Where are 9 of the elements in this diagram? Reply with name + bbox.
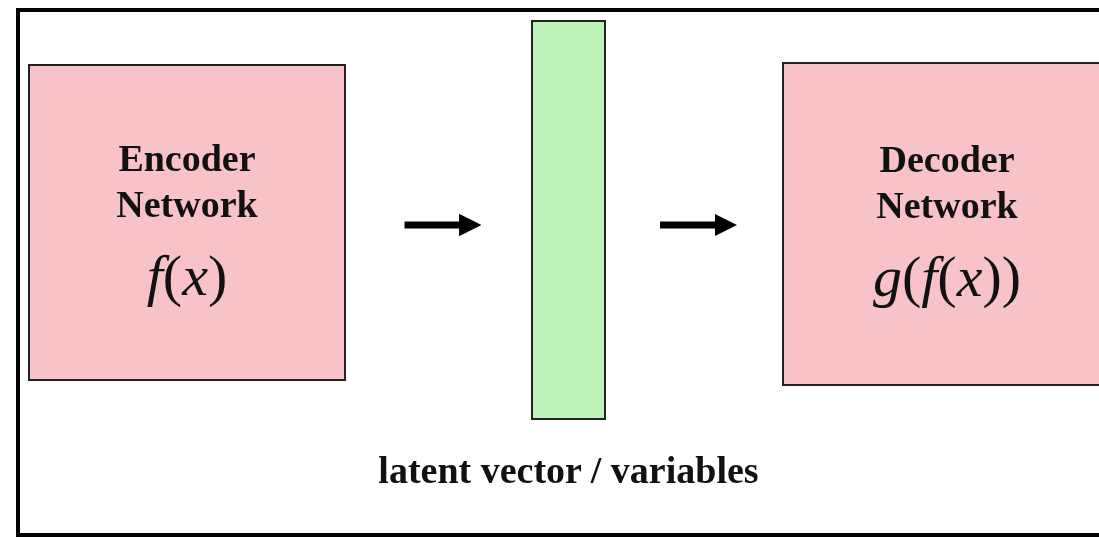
math-formula: g(f(x)) <box>872 243 1022 311</box>
network-box <box>782 62 1099 386</box>
network-box <box>28 64 346 381</box>
arrow <box>404 213 482 237</box>
math-formula: f(x) <box>146 241 228 310</box>
network-title: Decoder Network <box>875 137 1019 228</box>
latent-vector-bar <box>531 20 606 420</box>
node-label: latent vector / variables <box>378 448 759 492</box>
network-title: Encoder Network <box>115 135 259 227</box>
